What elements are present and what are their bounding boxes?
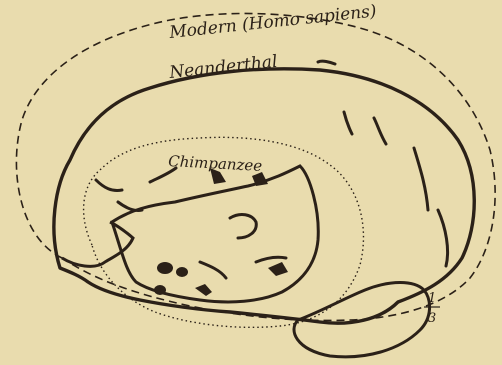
fissure-blob-2 bbox=[176, 267, 188, 277]
scale-numerator: 1 bbox=[428, 291, 436, 306]
fissure-blob-3 bbox=[154, 285, 166, 295]
scale-denominator: 3 bbox=[428, 311, 436, 326]
fissure-blob-1 bbox=[157, 262, 173, 274]
